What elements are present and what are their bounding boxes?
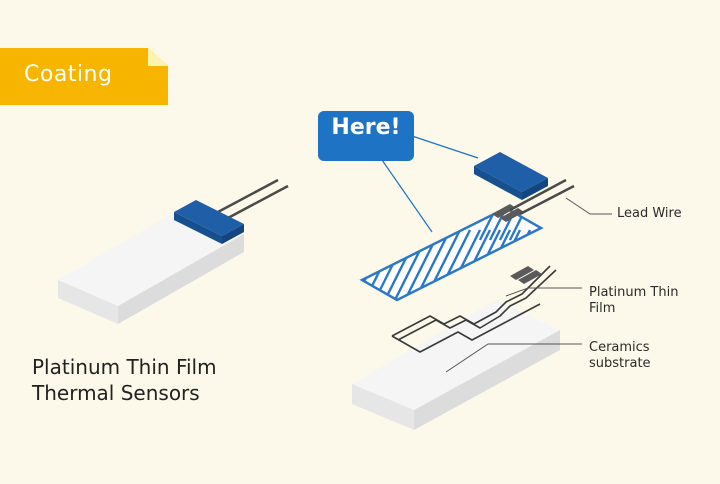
exploded-pad-1 [492, 204, 516, 218]
coating-layer [359, 206, 544, 302]
coating-badge [0, 48, 168, 105]
ceramics-substrate [352, 300, 560, 430]
leader-ceramics [445, 343, 582, 373]
label-lead-wire: Lead Wire [617, 206, 682, 221]
callout-connector-coating [381, 159, 433, 233]
callout-label: Here! [331, 115, 401, 140]
callout-connectors [381, 135, 479, 233]
assembled-sensor [58, 178, 289, 324]
product-title: Platinum Thin Film Thermal Sensors [32, 354, 217, 406]
label-platinum-line-2: Film [589, 301, 616, 316]
ceramics-substrate-top [352, 300, 560, 410]
coating-badge-fold [148, 48, 168, 66]
label-ceramics-line-2: substrate [589, 356, 651, 371]
ceramics-substrate-side-right [414, 330, 560, 430]
product-title-line-2: Thermal Sensors [32, 381, 200, 405]
assembled-cap-side [174, 212, 222, 244]
exploded-lead-wire-1 [509, 178, 567, 212]
assembled-substrate-side-right [118, 234, 244, 324]
coating-fill [362, 208, 541, 300]
callout-bubble [318, 111, 414, 161]
label-ceramics-substrate: Ceramics substrate [589, 340, 651, 372]
substrate-pad-1 [510, 266, 534, 280]
label-platinum-thin-film: Platinum Thin Film [589, 285, 678, 317]
exploded-lead-wire-2 [519, 184, 575, 216]
platinum-meander-inner [397, 269, 557, 341]
leader-lines [445, 197, 612, 373]
coating-badge-label: Coating [24, 62, 113, 87]
assembled-lead-wire-2 [227, 184, 289, 220]
substrate-pad-2 [518, 270, 542, 284]
product-title-line-1: Platinum Thin Film [32, 355, 217, 379]
exploded-pad-2 [500, 208, 524, 222]
assembled-lead-wire-1 [217, 178, 279, 214]
exploded-cap-and-wires [474, 152, 575, 222]
exploded-cap-right [522, 178, 548, 200]
coating-outline [359, 206, 544, 302]
label-platinum-line-1: Platinum Thin [589, 285, 679, 300]
label-ceramics-line-1: Ceramics [589, 340, 650, 355]
platinum-meander-base [391, 303, 541, 353]
assembled-substrate-top [58, 210, 244, 306]
assembled-cap-top [174, 200, 244, 236]
coating-badge-shape [0, 48, 168, 105]
exploded-cap-top [474, 152, 548, 192]
assembled-cap-right [222, 224, 244, 244]
leader-platinum [505, 287, 582, 297]
leader-lead-wire [565, 197, 612, 215]
callout-connector-cap [411, 135, 479, 159]
ceramics-substrate-side-front [352, 384, 414, 430]
substrate-pads [510, 266, 542, 284]
platinum-thin-film [391, 265, 557, 353]
assembled-substrate-side-front [58, 280, 118, 324]
exploded-cap-side [474, 166, 522, 200]
